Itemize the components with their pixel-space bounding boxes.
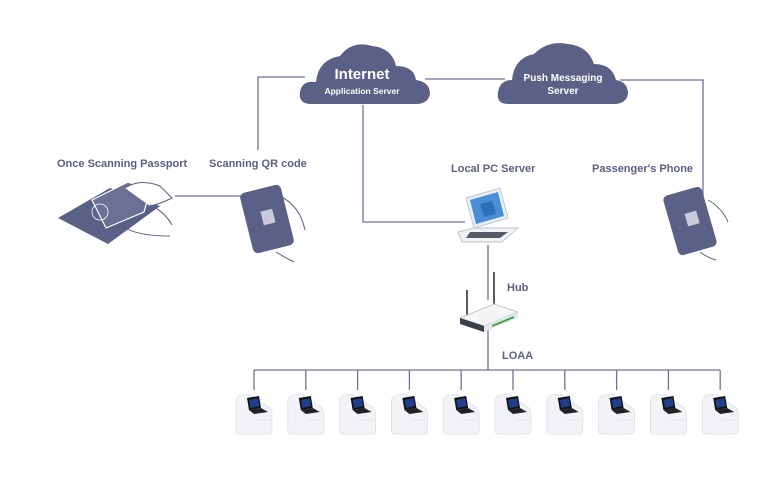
internet-cloud: [299, 44, 430, 104]
edge-internet-localpc: [362, 105, 465, 223]
loaa-kiosks: [235, 393, 739, 435]
internet-subtitle: Application Server: [324, 86, 400, 96]
push-title: Push Messaging: [523, 73, 603, 84]
cloud-icon: [299, 44, 430, 104]
hub-label: Hub: [507, 282, 529, 294]
kiosk-icon: [339, 393, 377, 435]
qr-label: Scanning QR code: [209, 158, 307, 170]
kiosk-icon: [287, 393, 325, 435]
local-pc-label: Local PC Server: [451, 163, 536, 175]
kiosk-icon: [235, 393, 273, 435]
cloud-icon: [497, 43, 628, 104]
router-icon: [458, 272, 520, 332]
passenger-phone-icon: [663, 186, 729, 261]
internet-title: Internet: [334, 66, 390, 83]
qr-phone-icon: [240, 184, 306, 263]
kiosk-icon: [390, 393, 428, 435]
kiosk-icon: [598, 393, 635, 435]
connection-lines: [175, 76, 721, 390]
kiosk-icon: [546, 393, 584, 435]
edge-push-phone: [620, 79, 704, 200]
push-cloud: [497, 43, 628, 104]
kiosk-icon: [650, 393, 687, 435]
edge-internet-qr: [257, 76, 305, 150]
kiosk-drop-lines: [253, 370, 721, 390]
kiosk-icon: [494, 393, 532, 435]
kiosk-icon: [701, 393, 739, 435]
laptop-icon: [457, 187, 520, 243]
passport-scan-icon: [58, 181, 173, 244]
kiosk-icon: [442, 393, 480, 435]
loaa-label: LOAA: [502, 350, 534, 362]
passenger-phone-label: Passenger's Phone: [592, 163, 694, 175]
push-subtitle: Server: [547, 86, 579, 97]
passport-label: Once Scanning Passport: [57, 158, 188, 170]
